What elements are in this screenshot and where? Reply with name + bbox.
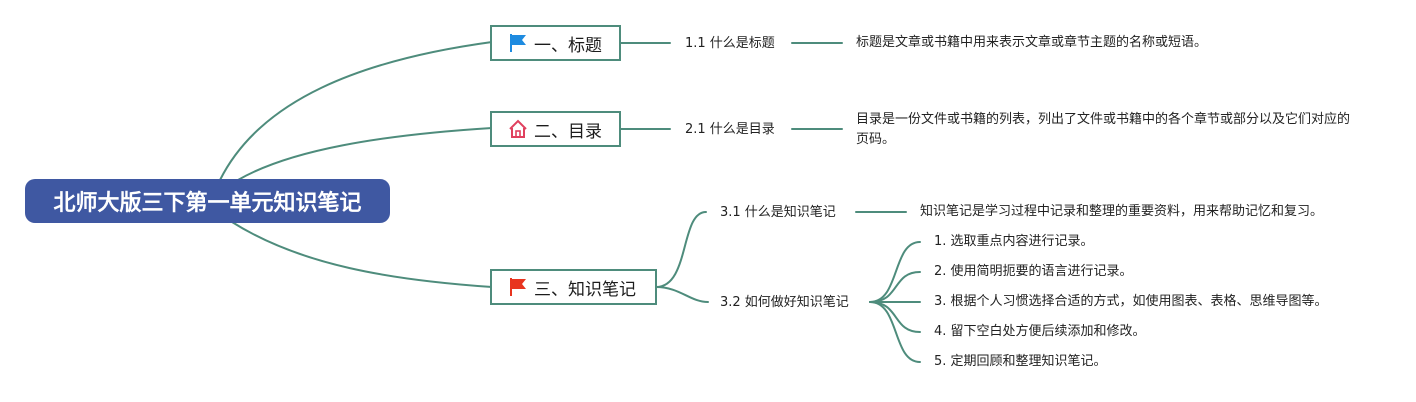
branch-knowledge-notes[interactable]: 三、知识笔记 <box>490 269 657 305</box>
subtopic-how-to-take-notes[interactable]: 3.2 如何做好知识笔记 <box>720 295 849 310</box>
blue-flag-icon <box>508 33 528 53</box>
home-icon <box>508 119 528 139</box>
subtopic-what-is-title[interactable]: 1.1 什么是标题 <box>685 36 775 51</box>
leaf-title-definition[interactable]: 标题是文章或书籍中用来表示文章或章节主题的名称或短语。 <box>856 35 1208 50</box>
red-flag-icon <box>508 277 528 297</box>
branch-label: 三、知识笔记 <box>534 279 636 300</box>
branch-label: 二、目录 <box>534 121 602 142</box>
branch-title[interactable]: 一、标题 <box>490 25 621 61</box>
leaf-step-4[interactable]: 4. 留下空白处方便后续添加和修改。 <box>934 324 1146 339</box>
branch-contents[interactable]: 二、目录 <box>490 111 621 147</box>
subtopic-what-is-contents[interactable]: 2.1 什么是目录 <box>685 122 775 137</box>
subtopic-what-is-notes[interactable]: 3.1 什么是知识笔记 <box>720 205 836 220</box>
leaf-step-3[interactable]: 3. 根据个人习惯选择合适的方式，如使用图表、表格、思维导图等。 <box>934 294 1328 309</box>
leaf-contents-definition[interactable]: 目录是一份文件或书籍的列表，列出了文件或书籍中的各个章节或部分以及它们对应的页码… <box>856 112 1351 147</box>
leaf-step-2[interactable]: 2. 使用简明扼要的语言进行记录。 <box>934 264 1133 279</box>
root-title: 北师大版三下第一单元知识笔记 <box>53 191 362 216</box>
branch-label: 一、标题 <box>534 35 602 56</box>
leaf-notes-definition[interactable]: 知识笔记是学习过程中记录和整理的重要资料，用来帮助记忆和复习。 <box>920 204 1324 219</box>
leaf-step-5[interactable]: 5. 定期回顾和整理知识笔记。 <box>934 354 1107 369</box>
leaf-step-1[interactable]: 1. 选取重点内容进行记录。 <box>934 234 1094 249</box>
root-topic[interactable]: 北师大版三下第一单元知识笔记 <box>25 179 390 223</box>
